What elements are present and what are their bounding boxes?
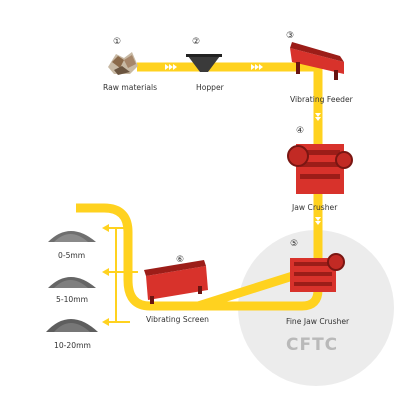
gravel-pile-icon <box>48 231 96 242</box>
step-number-5: ⑤ <box>290 239 298 249</box>
gravel-pile-icon <box>46 319 98 332</box>
arrow-head-icon <box>102 318 109 326</box>
flow-arrow-icon <box>229 283 237 289</box>
product-label-10-20mm: 10-20mm <box>54 341 91 350</box>
flow-arrow-icon <box>165 64 177 70</box>
step-number-6: ⑥ <box>176 255 184 265</box>
step-label-fine-jaw-crusher: Fine Jaw Crusher <box>286 317 350 326</box>
output-arrows <box>102 224 138 326</box>
jaw-crusher-icon <box>287 144 353 194</box>
flow-arrows <box>165 64 321 289</box>
step-label-raw-materials: Raw materials <box>103 83 157 92</box>
flow-arrow-icon <box>251 64 263 70</box>
gravel-pile-icon <box>48 277 96 288</box>
conveyor-belt <box>76 62 323 311</box>
hopper-icon <box>186 54 222 72</box>
company-logo: CFTC <box>286 335 338 355</box>
product-label-5-10mm: 5-10mm <box>56 295 88 304</box>
flow-arrow-icon <box>315 113 321 121</box>
product-label-0-5mm: 0-5mm <box>58 251 85 260</box>
raw-materials-icon <box>108 52 138 75</box>
step-number-2: ② <box>192 37 200 47</box>
highlight-circle <box>238 230 394 386</box>
flow-arrow-icon <box>315 217 321 225</box>
step-number-4: ④ <box>296 126 304 136</box>
arrow-head-icon <box>102 224 109 232</box>
vibrating-screen-icon <box>144 260 208 304</box>
arrow-head-icon <box>102 268 109 276</box>
step-label-hopper: Hopper <box>196 83 225 92</box>
step-label-vibrating-feeder: Vibrating Feeder <box>290 95 354 104</box>
step-number-3: ③ <box>286 31 294 41</box>
step-label-jaw-crusher: Jaw Crusher <box>291 203 338 212</box>
step-number-1: ① <box>113 37 121 47</box>
step-label-vibrating-screen: Vibrating Screen <box>146 315 209 324</box>
vibrating-feeder-icon <box>290 42 344 80</box>
fine-jaw-crusher-icon <box>290 253 345 292</box>
